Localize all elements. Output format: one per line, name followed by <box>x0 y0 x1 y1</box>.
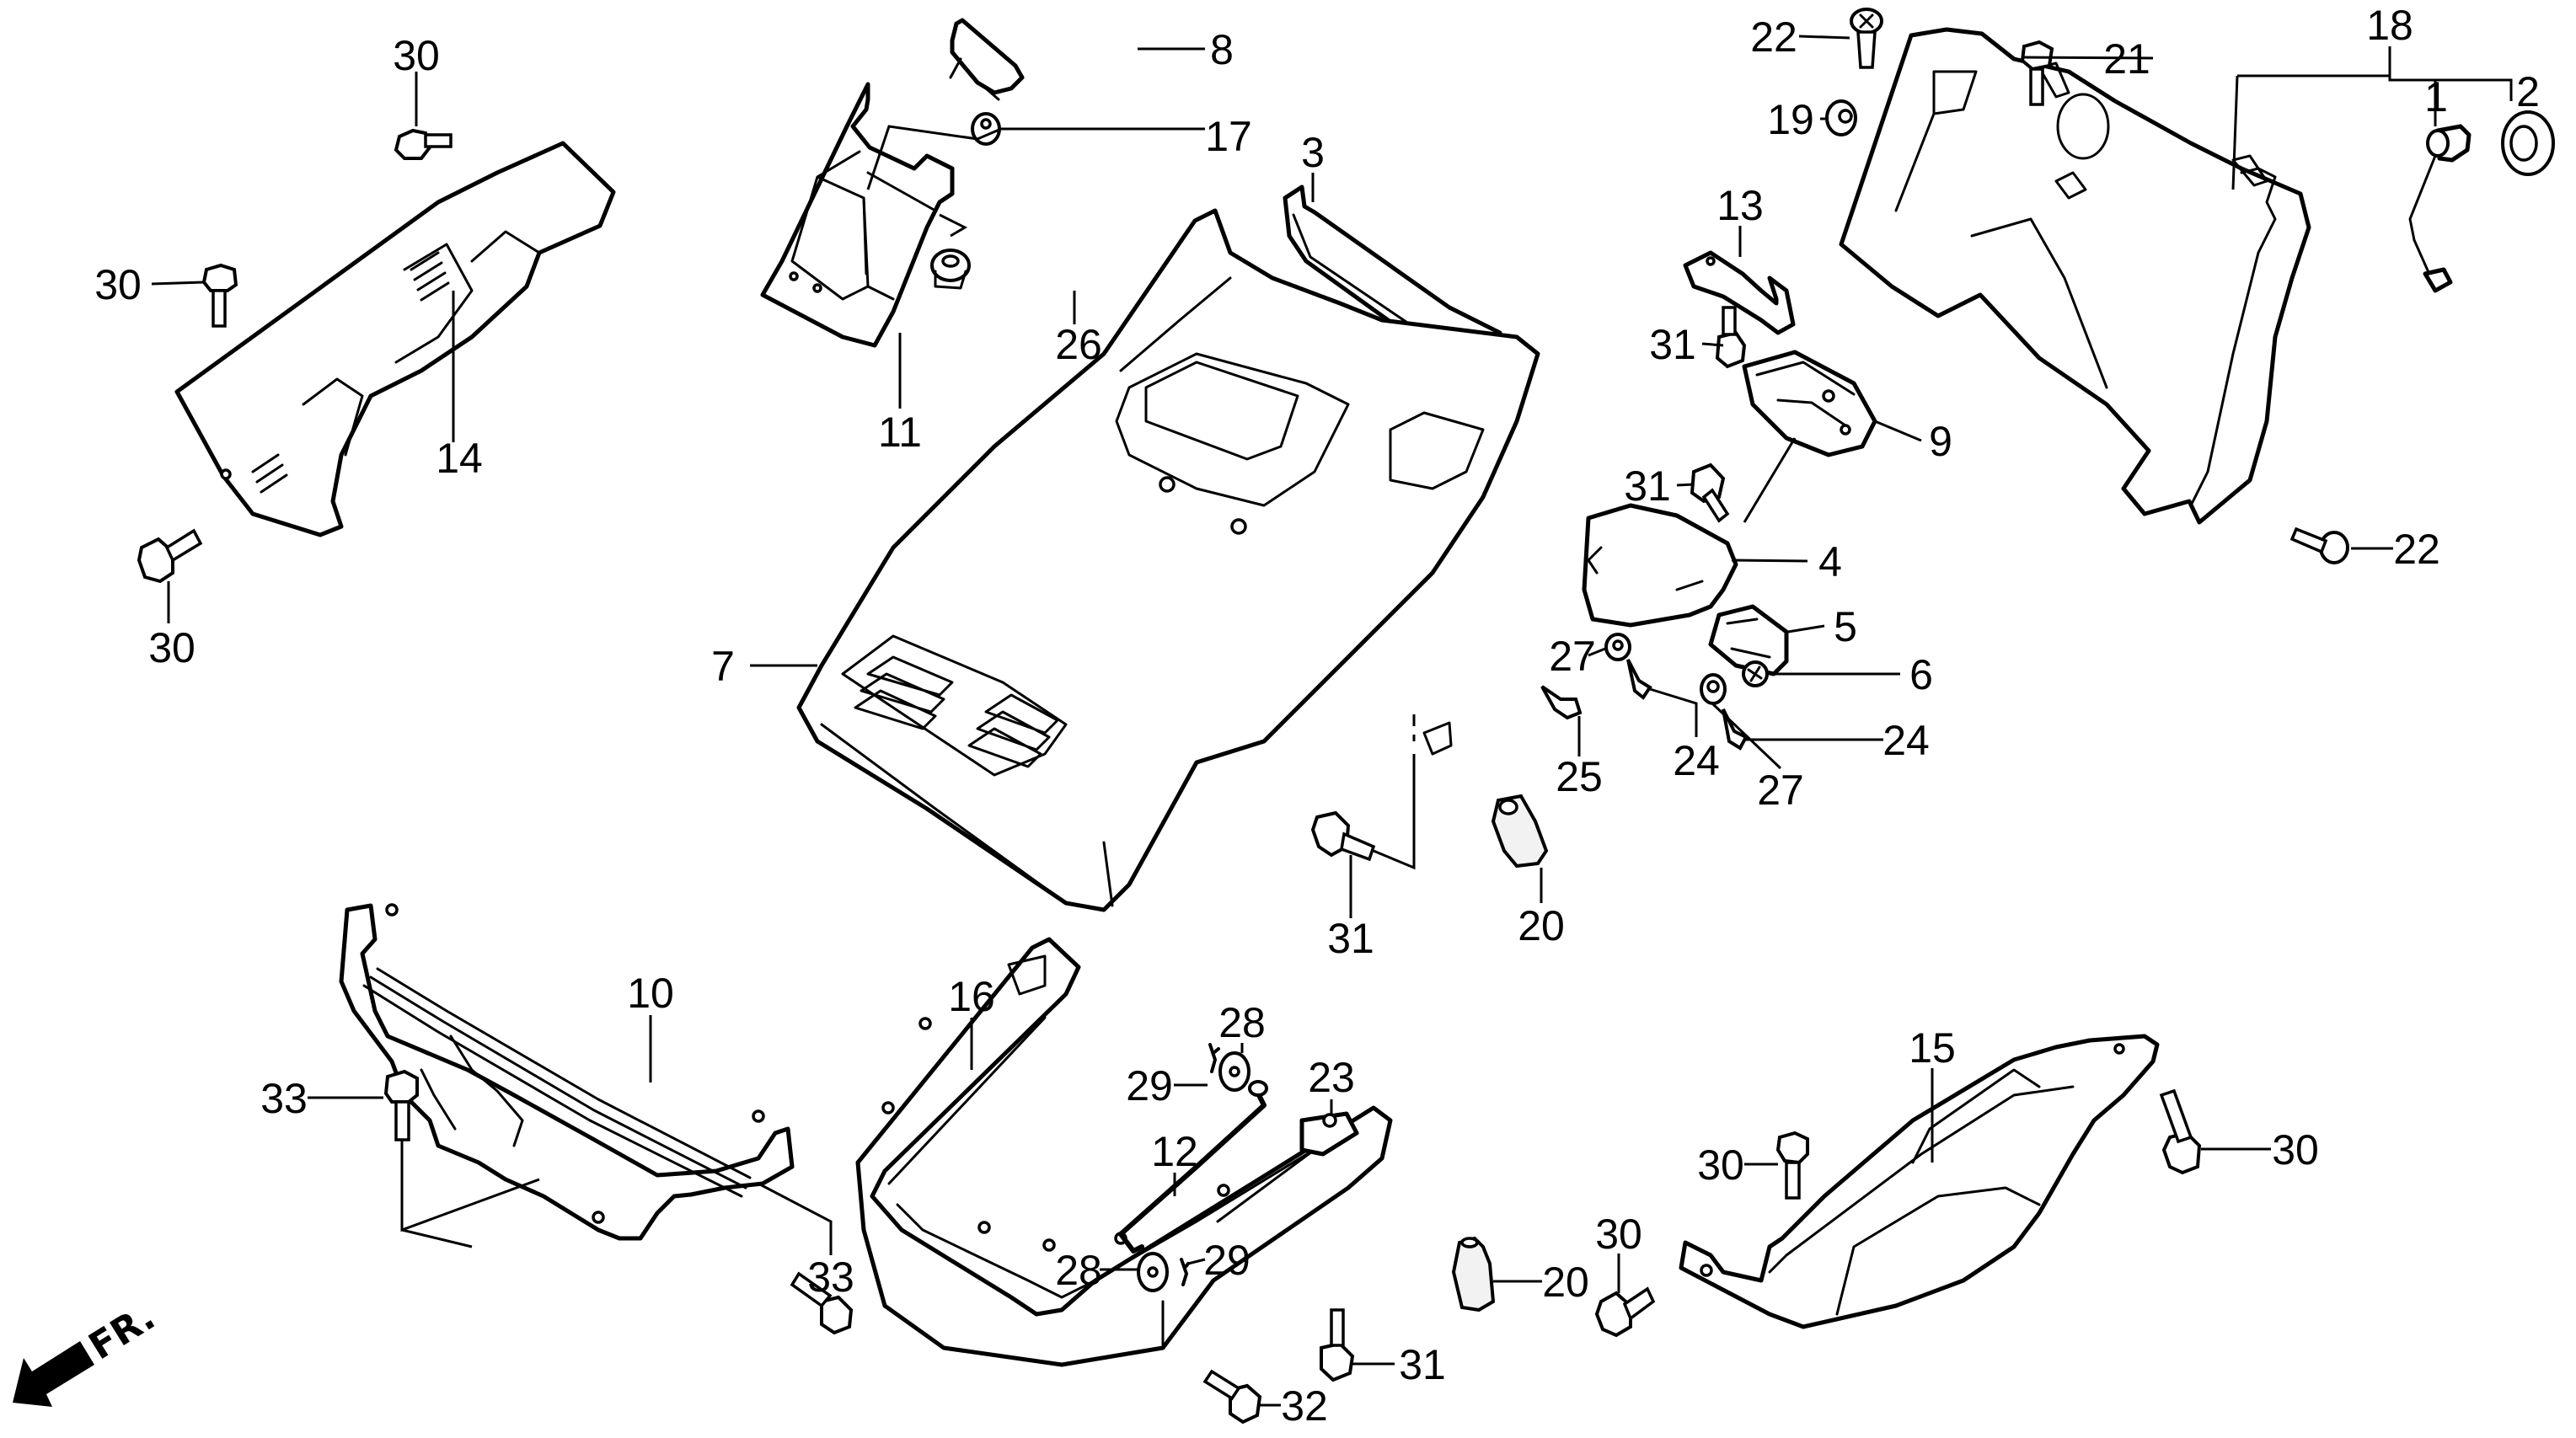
part-26-rubber-grommet[interactable] <box>930 249 971 290</box>
callout-17[interactable]: 17 <box>1205 113 1252 160</box>
part-30-bolt[interactable] <box>137 528 203 584</box>
callout-15[interactable]: 15 <box>1909 1024 1956 1072</box>
callout-29[interactable]: 29 <box>1126 1062 1173 1109</box>
part-1-socket-with-wire[interactable] <box>2408 124 2472 293</box>
callout-9[interactable]: 9 <box>1929 418 1952 465</box>
part-18-inner-rack[interactable] <box>1839 27 2311 525</box>
part-33-bolt[interactable] <box>790 1271 854 1335</box>
callout-25[interactable]: 25 <box>1556 753 1603 800</box>
part-30-bolt[interactable] <box>1775 1131 1809 1200</box>
part-4-small-lid[interactable] <box>1582 503 1738 628</box>
part-19-cap-nut[interactable] <box>1825 99 1857 136</box>
part-24-tapping-screw[interactable] <box>1626 659 1652 700</box>
leader-lines <box>151 35 2513 1407</box>
callout-24[interactable]: 24 <box>1882 717 1930 764</box>
callout-12[interactable]: 12 <box>1151 1128 1198 1175</box>
part-29-cotter-pin[interactable] <box>1208 1043 1220 1073</box>
callout-31[interactable]: 31 <box>1399 1341 1446 1388</box>
part-27-washer[interactable] <box>1700 673 1727 705</box>
callout-14[interactable]: 14 <box>436 435 483 482</box>
callout-26[interactable]: 26 <box>1055 321 1102 368</box>
part-9-hinge-bracket[interactable] <box>1742 350 1877 457</box>
part-23-stopper[interactable] <box>1299 1111 1359 1157</box>
part-30-bolt[interactable] <box>1594 1286 1656 1338</box>
callout-1[interactable]: 1 <box>2424 73 2448 120</box>
part-24-tapping-screw[interactable] <box>1722 708 1749 751</box>
front-direction-label: FR. <box>82 1296 163 1368</box>
callout-30[interactable]: 30 <box>1697 1141 1744 1189</box>
part-20-rubber-bumper[interactable] <box>1491 794 1549 869</box>
callout-3[interactable]: 3 <box>1301 129 1325 176</box>
callout-20[interactable]: 20 <box>1518 902 1565 949</box>
callout-30[interactable]: 30 <box>148 624 195 671</box>
front-arrow-icon <box>13 1341 94 1407</box>
callout-33[interactable]: 33 <box>807 1254 854 1301</box>
callout-20[interactable]: 20 <box>1542 1259 1589 1306</box>
part-6-nut[interactable] <box>1742 660 1769 687</box>
part-31-bolt[interactable] <box>1715 306 1747 369</box>
callout-21[interactable]: 21 <box>2103 35 2150 83</box>
part-30-bolt[interactable] <box>394 128 453 160</box>
callout-11[interactable]: 11 <box>878 409 922 456</box>
part-28-washer-plate[interactable] <box>1137 1252 1169 1292</box>
callout-30[interactable]: 30 <box>393 32 440 79</box>
part-15-right-side-cover[interactable] <box>1679 1034 2160 1329</box>
part-12-rod[interactable] <box>1118 1080 1268 1254</box>
callout-31[interactable]: 31 <box>1327 915 1374 962</box>
part-31-bolt[interactable] <box>1690 462 1730 523</box>
callout-28[interactable]: 28 <box>1055 1247 1102 1294</box>
part-2-bulb-ring[interactable] <box>2501 110 2555 176</box>
callout-13[interactable]: 13 <box>1716 182 1764 229</box>
callout-30[interactable]: 30 <box>2272 1126 2319 1173</box>
callout-18[interactable]: 18 <box>2366 2 2413 49</box>
callout-24[interactable]: 24 <box>1673 737 1720 784</box>
part-5-lid-catch[interactable] <box>1708 604 1789 676</box>
callout-22[interactable]: 22 <box>2393 526 2440 573</box>
callout-31[interactable]: 31 <box>1649 321 1696 368</box>
callout-4[interactable]: 4 <box>1818 538 1842 585</box>
callout-27[interactable]: 27 <box>1549 633 1596 680</box>
part-29-cotter-pin[interactable] <box>1180 1258 1190 1286</box>
part-30-bolt[interactable] <box>2159 1088 2202 1175</box>
part-32-bolt[interactable] <box>1202 1369 1262 1425</box>
part-14-left-side-cover[interactable] <box>174 141 616 537</box>
callout-8[interactable]: 8 <box>1210 26 1234 73</box>
part-11-meter-visor[interactable] <box>760 82 955 348</box>
callout-27[interactable]: 27 <box>1757 767 1804 814</box>
part-31-bolt[interactable] <box>1320 1308 1355 1382</box>
part-22-screw[interactable] <box>2289 527 2349 564</box>
part-21-bolt[interactable] <box>2020 40 2054 106</box>
part-7-front-cover[interactable] <box>796 208 1540 912</box>
part-22-screw[interactable] <box>1850 8 1883 69</box>
part-28-washer-plate[interactable] <box>1218 1051 1251 1092</box>
callout-10[interactable]: 10 <box>627 970 674 1017</box>
callout-29[interactable]: 29 <box>1203 1237 1251 1284</box>
callout-7[interactable]: 7 <box>711 643 735 690</box>
callout-16[interactable]: 16 <box>948 973 995 1020</box>
part-30-bolt[interactable] <box>201 263 238 328</box>
callout-19[interactable]: 19 <box>1767 96 1814 143</box>
front-direction-indicator: FR. <box>13 1296 163 1407</box>
callout-2[interactable]: 2 <box>2516 68 2540 115</box>
part-10-cover-stay[interactable] <box>339 903 795 1241</box>
part-8-handle-cover[interactable] <box>949 18 1025 101</box>
part-20-rubber-bumper[interactable] <box>1451 1236 1496 1312</box>
callout-22[interactable]: 22 <box>1750 13 1797 61</box>
callout-30[interactable]: 30 <box>94 261 142 308</box>
part-25-tapping-screw[interactable] <box>1540 685 1583 720</box>
callout-33[interactable]: 33 <box>260 1075 308 1122</box>
callout-32[interactable]: 32 <box>1281 1382 1328 1430</box>
callout-5[interactable]: 5 <box>1834 603 1857 650</box>
part-27-washer[interactable] <box>1604 633 1631 661</box>
part-31-bolt[interactable] <box>1310 810 1376 862</box>
callout-31[interactable]: 31 <box>1624 462 1671 510</box>
callout-23[interactable]: 23 <box>1308 1054 1355 1101</box>
callout-28[interactable]: 28 <box>1218 999 1266 1046</box>
part-13-clip-bracket[interactable] <box>1683 250 1796 335</box>
callout-6[interactable]: 6 <box>1909 651 1933 698</box>
callout-30[interactable]: 30 <box>1595 1211 1642 1258</box>
